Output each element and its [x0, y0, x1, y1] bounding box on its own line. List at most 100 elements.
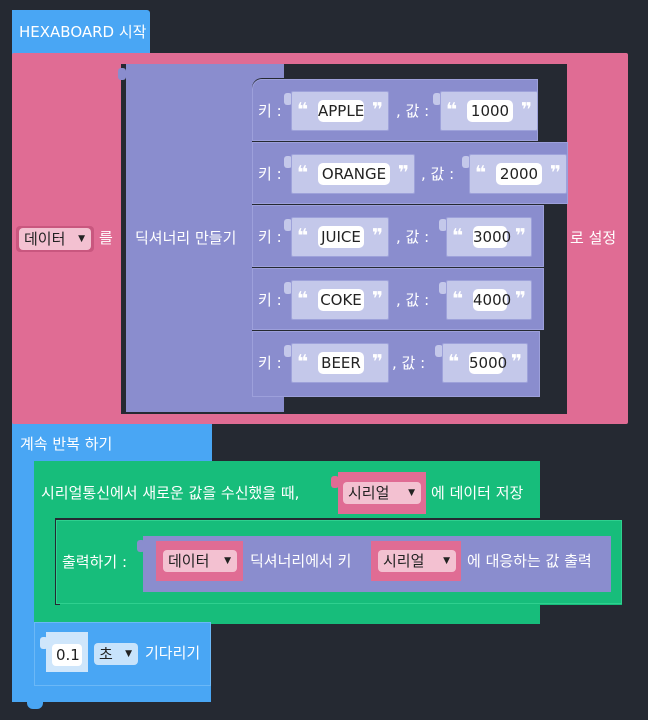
entry-key-string-block[interactable]: ❝ APPLE ❞ — [291, 91, 389, 131]
open-quote-icon: ❝ — [297, 225, 309, 247]
entry-value-value[interactable]: 3000 — [473, 226, 512, 248]
loop-bottom-notch — [27, 702, 43, 709]
close-quote-icon: ❞ — [371, 288, 383, 310]
dropdown-arrow-icon: ▼ — [224, 556, 231, 566]
open-quote-icon: ❝ — [448, 351, 460, 373]
open-quote-icon: ❝ — [297, 99, 309, 121]
entry-value-value[interactable]: 2000 — [496, 163, 542, 185]
serial-block-bottom — [34, 604, 540, 624]
entry-value-value[interactable]: 1000 — [467, 100, 513, 122]
block-connector-nub — [118, 68, 126, 80]
wait-unit-label: 초 — [99, 645, 113, 663]
block-connector-nub — [439, 219, 447, 231]
lookup-dict-dropdown[interactable]: 데이터 ▼ — [163, 550, 237, 572]
wait-unit-dropdown[interactable]: 초 ▼ — [94, 643, 138, 665]
entry-key-label: 키 : — [258, 291, 282, 309]
entry-key-string-block[interactable]: ❝ BEER ❞ — [291, 343, 389, 383]
entry-value-string-block[interactable]: ❝ 5000❞ — [442, 343, 528, 383]
entry-value-label: , 값 : — [396, 291, 430, 309]
block-connector-nub — [284, 156, 292, 168]
entry-value-string-block[interactable]: ❝ 3000❞ — [446, 217, 532, 257]
open-quote-icon: ❝ — [446, 99, 458, 121]
dropdown-arrow-icon: ▼ — [78, 234, 85, 244]
variable-dropdown-label: 데이터 — [24, 230, 66, 248]
open-quote-icon: ❝ — [297, 288, 309, 310]
close-quote-icon: ❞ — [397, 162, 409, 184]
entry-value-value[interactable]: 5000 — [469, 352, 508, 374]
open-quote-icon: ❝ — [452, 288, 464, 310]
block-connector-nub — [284, 282, 292, 294]
close-quote-icon: ❞ — [514, 225, 526, 247]
dict-block-bottom — [252, 397, 284, 412]
entry-key-label: 키 : — [258, 228, 282, 246]
entry-value-value[interactable]: 4000 — [473, 289, 512, 311]
serial-prefix-label: 시리얼통신에서 새로운 값을 수신했을 때, — [41, 484, 300, 502]
block-connector-nub — [137, 540, 145, 552]
serial-receive-block[interactable] — [34, 461, 540, 518]
create-dictionary-label: 딕셔너리 만들기 — [135, 229, 237, 247]
lookup-middle-label: 딕셔너리에서 키 — [250, 552, 352, 570]
entry-key-string-block[interactable]: ❝ ORANGE ❞ — [291, 154, 415, 194]
entry-key-value[interactable]: COKE — [318, 289, 364, 311]
block-connector-nub — [284, 93, 292, 105]
wait-label: 기다리기 — [145, 644, 201, 662]
lookup-dict-variable-label: 데이터 — [168, 552, 210, 570]
block-connector-nub — [284, 219, 292, 231]
block-connector-nub — [435, 345, 443, 357]
entry-value-label: , 값 : — [392, 354, 426, 372]
lookup-key-variable-label: 시리얼 — [383, 552, 425, 570]
entry-value-label: , 값 : — [396, 228, 430, 246]
block-connector-nub — [439, 282, 447, 294]
dropdown-arrow-icon: ▼ — [443, 556, 450, 566]
wait-number-value: 0.1 — [56, 646, 80, 664]
block-connector-nub — [40, 637, 48, 649]
open-quote-icon: ❝ — [452, 225, 464, 247]
loop-body-spine — [12, 460, 34, 690]
serial-variable-dropdown[interactable]: 시리얼 ▼ — [343, 482, 421, 504]
variable-dropdown-data[interactable]: 데이터 ▼ — [19, 228, 91, 250]
entry-key-value[interactable]: JUICE — [318, 226, 364, 248]
entry-key-label: 키 : — [258, 165, 282, 183]
entry-key-label: 키 : — [258, 102, 282, 120]
forever-loop-label: 계속 반복 하기 — [20, 435, 113, 453]
forever-loop-block[interactable] — [12, 424, 212, 461]
hexaboard-start-block[interactable]: HEXABOARD 시작 — [12, 10, 150, 53]
entry-value-string-block[interactable]: ❝ 2000 ❞ — [469, 154, 567, 194]
entry-value-string-block[interactable]: ❝ 4000❞ — [446, 280, 532, 320]
entry-value-string-block[interactable]: ❝ 1000 ❞ — [440, 91, 538, 131]
close-quote-icon: ❞ — [520, 99, 532, 121]
wait-number-input[interactable]: 0.1 — [52, 644, 82, 666]
set-to-label: 를 — [99, 229, 113, 247]
open-quote-icon: ❝ — [297, 162, 309, 184]
block-connector-nub — [462, 156, 470, 168]
block-connector-nub — [331, 476, 339, 488]
close-quote-icon: ❞ — [514, 288, 526, 310]
close-quote-icon: ❞ — [549, 162, 561, 184]
block-connector-nub — [433, 93, 441, 105]
lookup-key-dropdown[interactable]: 시리얼 ▼ — [378, 550, 456, 572]
block-connector-nub — [284, 345, 292, 357]
close-quote-icon: ❞ — [371, 351, 383, 373]
entry-key-label: 키 : — [258, 354, 282, 372]
print-prefix-label: 출력하기 : — [62, 553, 128, 571]
entry-value-label: , 값 : — [421, 165, 455, 183]
entry-key-value[interactable]: ORANGE — [318, 163, 390, 185]
hexaboard-start-label: HEXABOARD 시작 — [19, 23, 147, 41]
entry-key-string-block[interactable]: ❝ COKE ❞ — [291, 280, 389, 320]
set-suffix-label: 로 설정 — [570, 229, 617, 247]
entry-key-value[interactable]: APPLE — [318, 100, 365, 122]
dropdown-arrow-icon: ▼ — [408, 488, 415, 498]
entry-value-label: , 값 : — [396, 102, 430, 120]
lookup-suffix-label: 에 대응하는 값 출력 — [467, 552, 592, 570]
entry-key-string-block[interactable]: ❝ JUICE ❞ — [291, 217, 389, 257]
dropdown-arrow-icon: ▼ — [125, 649, 132, 659]
close-quote-icon: ❞ — [510, 351, 522, 373]
open-quote-icon: ❝ — [475, 162, 487, 184]
close-quote-icon: ❞ — [371, 225, 383, 247]
entry-key-value[interactable]: BEER — [318, 352, 364, 374]
serial-inner-socket-top — [55, 518, 622, 521]
loop-bottom — [12, 686, 211, 702]
serial-variable-label: 시리얼 — [348, 484, 390, 502]
open-quote-icon: ❝ — [297, 351, 309, 373]
close-quote-icon: ❞ — [371, 99, 383, 121]
